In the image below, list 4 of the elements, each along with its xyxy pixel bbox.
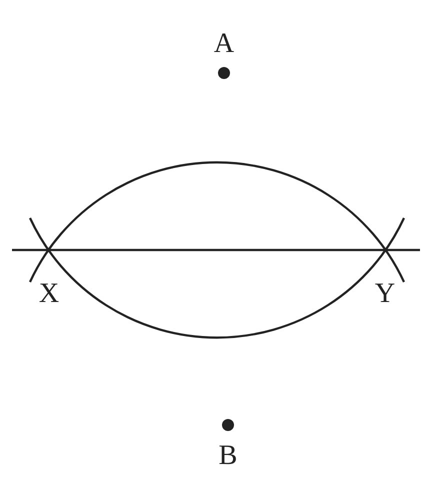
point-label: B [218, 442, 238, 470]
point-label: Y [374, 280, 396, 308]
point-label: X [38, 280, 60, 308]
point-label: A [214, 30, 234, 58]
